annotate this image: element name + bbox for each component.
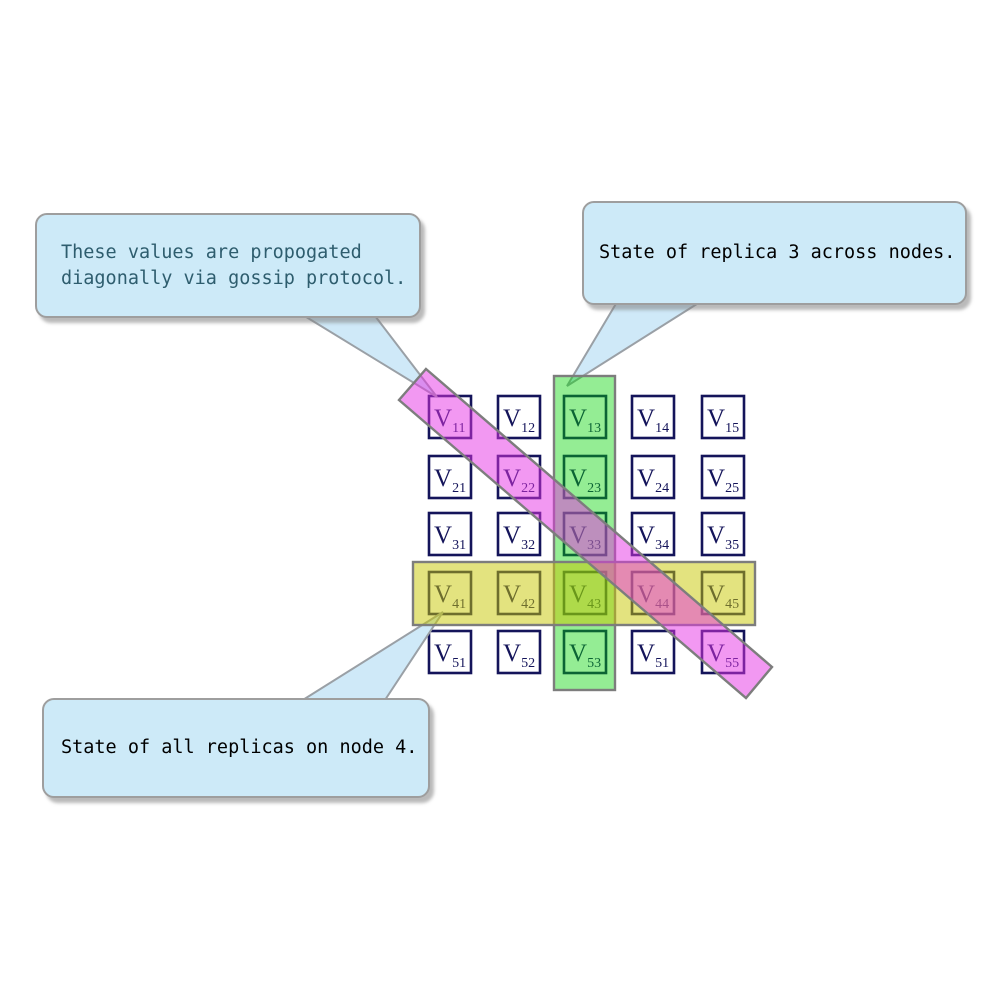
cell-label: V32 xyxy=(503,522,535,553)
matrix-cell: V51 xyxy=(630,629,676,675)
matrix-cell: V23 xyxy=(562,454,608,500)
cell-label: V53 xyxy=(569,640,601,671)
callout-pointer-replica xyxy=(566,296,712,387)
cell-box xyxy=(496,629,542,675)
matrix-cell: V25 xyxy=(700,454,746,500)
cell-box xyxy=(700,511,746,557)
cell-subscript: 32 xyxy=(521,538,535,553)
matrix-cell: V53 xyxy=(562,629,608,675)
cell-label: V51 xyxy=(434,640,466,671)
cell-box xyxy=(562,454,608,500)
gossip-diagonal-highlight xyxy=(397,367,774,700)
cell-box xyxy=(427,454,473,500)
cell-box xyxy=(630,629,676,675)
cell-label: V12 xyxy=(503,405,535,436)
callout-gossip: These values are propogated diagonally v… xyxy=(35,213,421,318)
cell-box xyxy=(630,394,676,440)
cell-subscript: 13 xyxy=(587,421,601,436)
callout-pointers xyxy=(294,296,712,704)
cell-subscript: 25 xyxy=(725,481,739,496)
cell-subscript: 24 xyxy=(655,481,669,496)
matrix-cell: V31 xyxy=(427,511,473,557)
cell-box xyxy=(496,511,542,557)
cell-box xyxy=(427,511,473,557)
matrix-cell: V51 xyxy=(427,629,473,675)
matrix-cell: V21 xyxy=(427,454,473,500)
cell-subscript: 53 xyxy=(587,656,601,671)
cell-label: V31 xyxy=(434,522,466,553)
cell-box xyxy=(700,454,746,500)
matrix-cell: V32 xyxy=(496,511,542,557)
matrix-cell: V13 xyxy=(562,394,608,440)
callout-node-text: State of all replicas on node 4. xyxy=(61,737,418,758)
cell-subscript: 21 xyxy=(452,481,466,496)
matrix-cell: V12 xyxy=(496,394,542,440)
cell-label: V23 xyxy=(569,465,601,496)
cell-subscript: 52 xyxy=(521,656,535,671)
callout-gossip-line2: diagonally via gossip protocol. xyxy=(61,267,407,289)
matrix-cell: V24 xyxy=(630,454,676,500)
cell-subscript: 31 xyxy=(452,538,466,553)
matrix-cell: V34 xyxy=(630,511,676,557)
cell-subscript: 15 xyxy=(725,421,739,436)
cell-box xyxy=(562,394,608,440)
cell-label: V13 xyxy=(569,405,601,436)
cell-box xyxy=(630,454,676,500)
cell-subscript: 51 xyxy=(452,656,466,671)
cell-subscript: 12 xyxy=(521,421,535,436)
matrix-cell: V52 xyxy=(496,629,542,675)
cell-subscript: 23 xyxy=(587,481,601,496)
cell-subscript: 35 xyxy=(725,538,739,553)
cell-label: V15 xyxy=(707,405,739,436)
cell-box xyxy=(630,511,676,557)
cell-label: V35 xyxy=(707,522,739,553)
matrix-cell: V35 xyxy=(700,511,746,557)
cell-label: V14 xyxy=(637,405,669,436)
callout-replica-text: State of replica 3 across nodes. xyxy=(599,242,956,263)
callout-gossip-line1: These values are propogated xyxy=(61,241,362,263)
cell-subscript: 34 xyxy=(655,538,669,553)
cell-box xyxy=(700,394,746,440)
callout-node: State of all replicas on node 4. xyxy=(42,698,430,798)
cell-subscript: 51 xyxy=(655,656,669,671)
cell-label: V21 xyxy=(434,465,466,496)
matrix-cell: V14 xyxy=(630,394,676,440)
cell-label: V24 xyxy=(637,465,669,496)
cell-label: V25 xyxy=(707,465,739,496)
cell-label: V52 xyxy=(503,640,535,671)
cell-box xyxy=(496,394,542,440)
cell-box xyxy=(562,629,608,675)
matrix-cell: V15 xyxy=(700,394,746,440)
cell-box xyxy=(427,629,473,675)
cell-subscript: 14 xyxy=(655,421,669,436)
callout-replica: State of replica 3 across nodes. xyxy=(582,201,967,305)
cell-label: V34 xyxy=(637,522,669,553)
highlight-bands xyxy=(397,367,774,700)
cell-label: V51 xyxy=(637,640,669,671)
